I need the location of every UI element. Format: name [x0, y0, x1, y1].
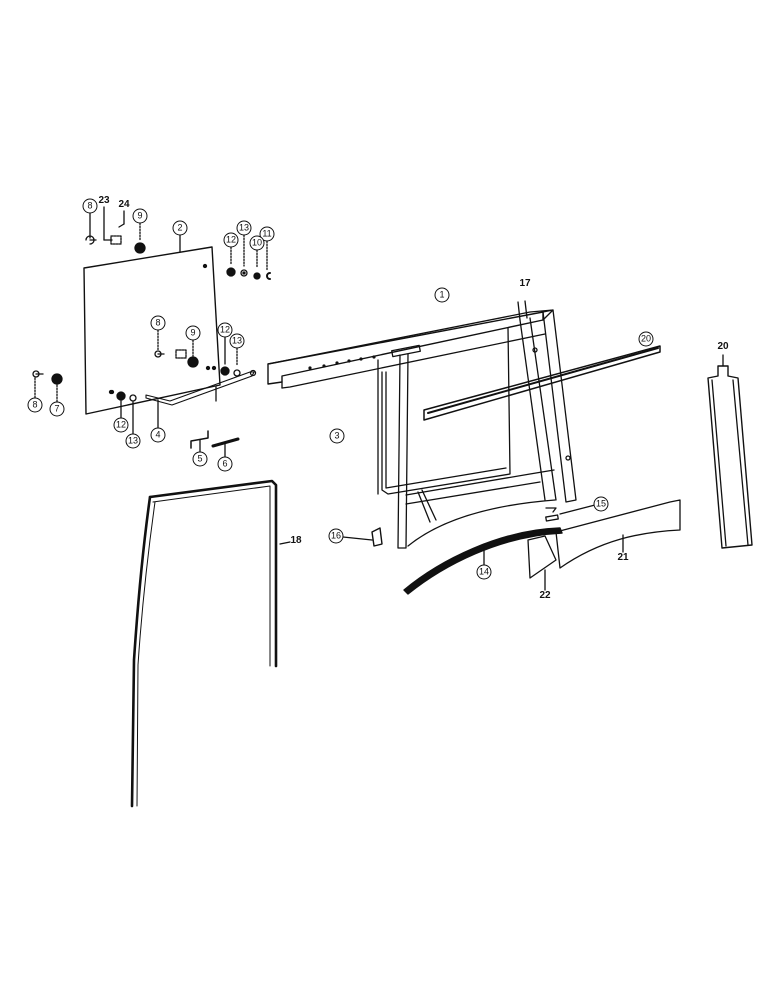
- callout-knob: 9: [185, 325, 201, 341]
- callout-door-seal: 18: [290, 535, 302, 546]
- callout-washer: 13: [236, 220, 252, 236]
- callout-nut: 12: [113, 417, 129, 433]
- callout-screw: 8: [150, 315, 166, 331]
- callout-clip: 11: [259, 226, 275, 242]
- callout-washer: 10: [249, 235, 265, 251]
- callout-nut: 12: [217, 322, 233, 338]
- door-seal: [130, 479, 291, 808]
- filler-panel: [527, 535, 557, 591]
- small-brackets: [190, 430, 240, 458]
- callout-door-frame: 1: [434, 287, 450, 303]
- guide-rail: [145, 369, 257, 429]
- callout-seal-strip: 20: [717, 341, 729, 352]
- callout-window-channel: 3: [329, 428, 345, 444]
- hardware-top: [85, 206, 271, 280]
- callout-seal-strip: 20: [638, 331, 654, 347]
- callout-wheel-arch-seal: 14: [476, 564, 492, 580]
- hardware-left: [32, 370, 137, 435]
- callout-bracket: 5: [192, 451, 208, 467]
- callout-guide-rail: 4: [150, 427, 166, 443]
- callout-pin: 17: [519, 278, 531, 289]
- callout-clip: 15: [593, 496, 609, 512]
- door-frame: [267, 300, 577, 549]
- hardware-middle: [154, 329, 241, 377]
- callout-wheel-arch-panel: 21: [617, 552, 629, 563]
- callout-washer: 13: [229, 333, 245, 349]
- callout-nut: 12: [223, 232, 239, 248]
- callout-strip: 6: [217, 456, 233, 472]
- wheel-arch-seal: [403, 527, 563, 595]
- callout-window-glass: 2: [172, 220, 188, 236]
- callout-latch: 16: [328, 528, 344, 544]
- seal-strip-vertical: [707, 354, 753, 549]
- clips: [342, 504, 596, 547]
- callout-bracket: 23: [98, 195, 110, 206]
- callout-pin: 24: [118, 199, 130, 210]
- callout-filler-panel: 22: [539, 590, 551, 601]
- callout-knob: 7: [49, 401, 65, 417]
- callout-screw: 8: [82, 198, 98, 214]
- callout-knob: 9: [132, 208, 148, 224]
- seal-strip-diagonal: [423, 345, 661, 421]
- callout-screw: 8: [27, 397, 43, 413]
- callout-washer: 13: [125, 433, 141, 449]
- wheel-arch-panel: [555, 499, 681, 569]
